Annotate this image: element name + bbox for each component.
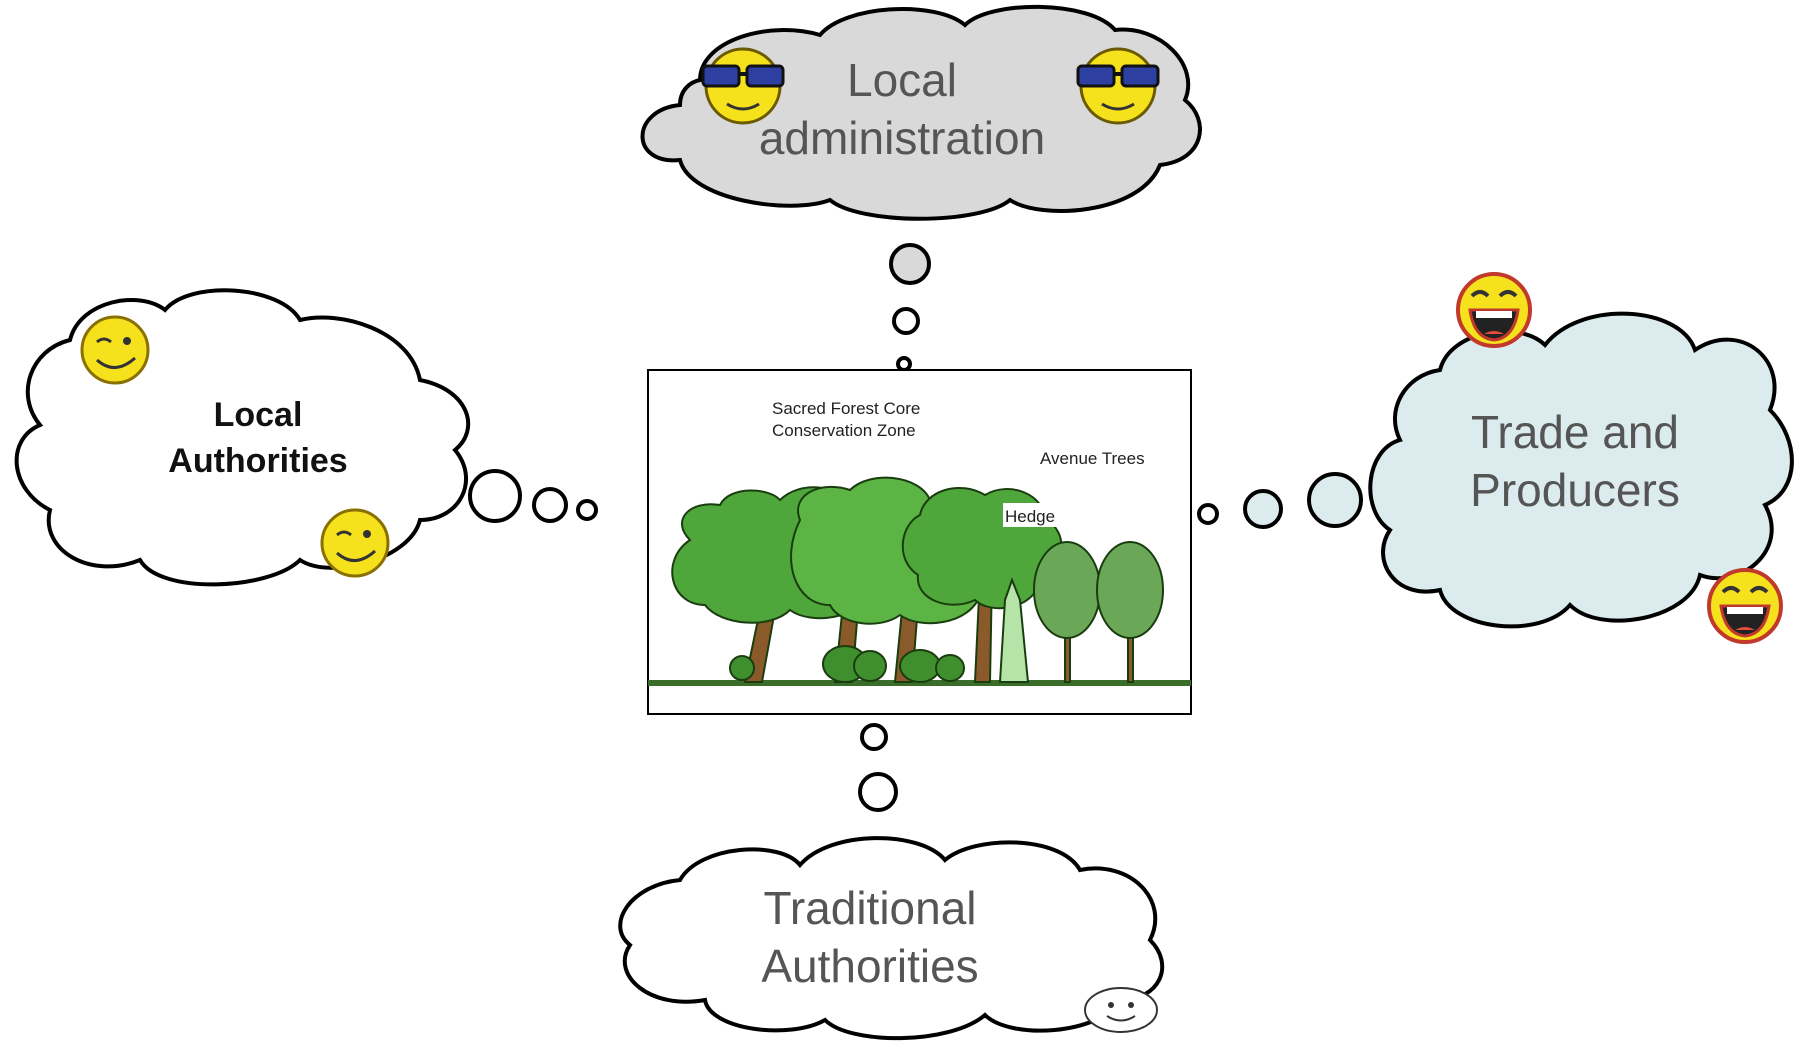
cloud-title-line1: Local [214, 396, 303, 434]
connector-left [468, 469, 598, 523]
sunglasses-smiley-icon [1076, 47, 1160, 125]
cloud-title-line1: Trade and [1471, 406, 1679, 458]
avenue-trees-label: Avenue Trees [1040, 449, 1145, 468]
cloud-local-administration: Local administration [640, 4, 1202, 221]
core-zone-label-line1: Sacred Forest Core [772, 399, 920, 418]
cloud-local-authorities: Local Authorities [14, 288, 471, 587]
hedge-plant [998, 577, 1030, 683]
forest-scene: Sacred Forest Core Conservation Zone Ave… [647, 369, 1192, 715]
cloud-traditional-authorities: Traditional Authorities [618, 836, 1165, 1041]
cloud-title-line1: Traditional [763, 882, 976, 934]
cloud-title-line2: administration [759, 112, 1045, 164]
connector-right [1197, 472, 1363, 529]
ground-line [648, 680, 1191, 686]
winking-smiley-icon [80, 315, 150, 385]
cloud-shape [640, 4, 1202, 221]
cloud-title-line2: Authorities [761, 940, 978, 992]
cloud-shape [618, 836, 1165, 1041]
cloud-shape [1368, 311, 1794, 629]
core-zone-label-line2: Conservation Zone [772, 421, 916, 440]
laughing-smiley-icon [1707, 568, 1783, 644]
avenue-trees [1033, 541, 1164, 683]
hedge-label: Hedge [1005, 507, 1055, 526]
cloud-trade-producers: Trade and Producers [1368, 272, 1794, 644]
ground-bushes [729, 645, 965, 683]
cloud-title-line2: Producers [1470, 464, 1680, 516]
cloud-title-line2: Authorities [168, 442, 347, 480]
cloud-title-line1: Local [847, 54, 957, 106]
plain-smiley-icon [1084, 987, 1158, 1033]
winking-smiley-icon [320, 508, 390, 578]
connector-bottom [858, 686, 898, 812]
connector-top [889, 243, 931, 372]
laughing-smiley-icon [1456, 272, 1532, 348]
